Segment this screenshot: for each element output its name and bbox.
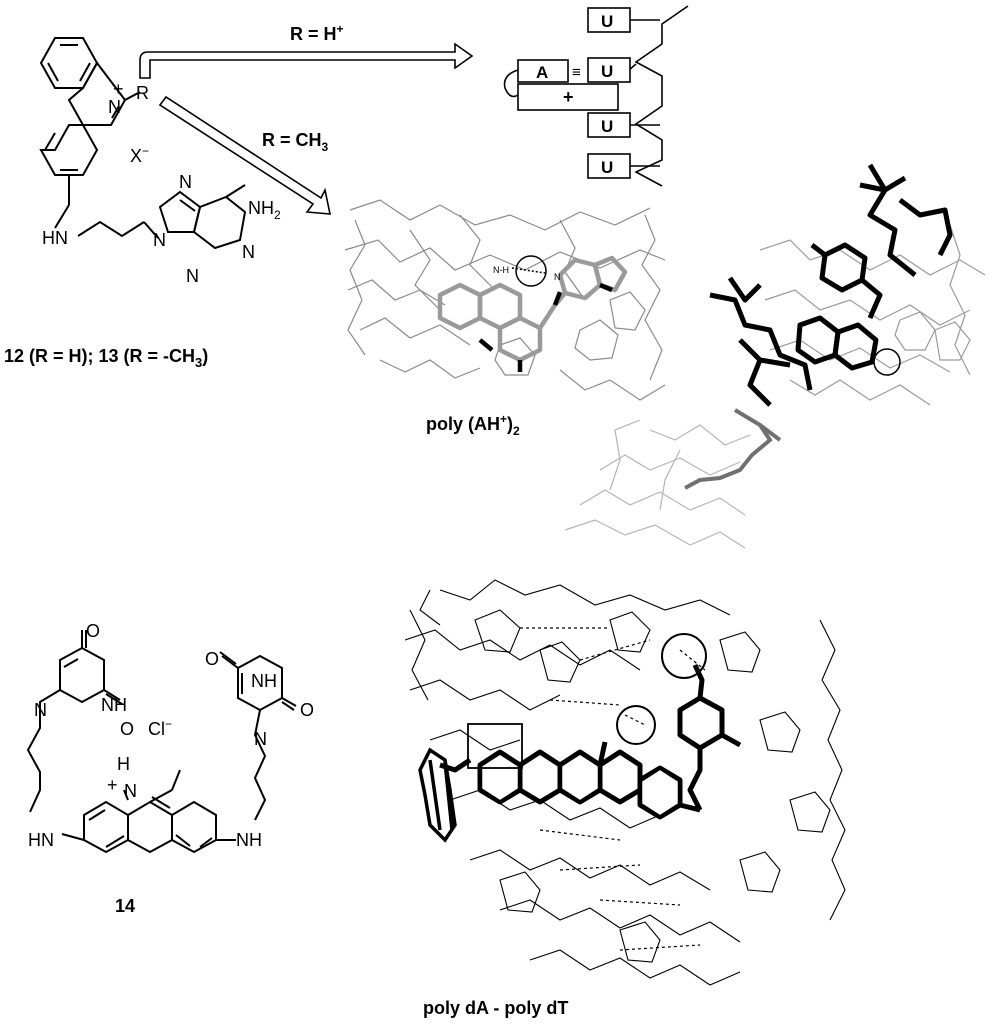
nh-label: NH (236, 830, 262, 850)
purine-n-label: N (153, 230, 166, 250)
hbond-highlight-circle (515, 255, 547, 287)
compound-14-labels: O NH O N O NH O N Cl− H + N HN NH 14 (28, 621, 314, 916)
purine-n-label: N (186, 266, 199, 286)
hn-label: HN (28, 830, 54, 850)
o-atom-label: O (300, 700, 314, 720)
hbond-highlight-circle-lower (616, 705, 656, 745)
arrow-label-r-h: R = H+ (290, 22, 344, 44)
poly-ah-model-ligand-atoms (478, 282, 613, 372)
compound-14-caption: 14 (115, 896, 135, 916)
poly-da-dt-phenyl (418, 747, 457, 843)
u-base-label: U (601, 62, 613, 81)
highlight-box (467, 723, 523, 769)
nh2-label: NH2 (248, 198, 281, 222)
o-atom-label: O (205, 649, 219, 669)
poly-ah-side-model-ligand (709, 163, 953, 407)
poly-da-dt-ligand-highlights (482, 755, 678, 815)
poly-u-scheme (503, 5, 689, 187)
purine-n-label: N (179, 172, 192, 192)
n-atom-label: N (254, 729, 267, 749)
n-atom-label: N (108, 97, 121, 117)
arrow-protonated (139, 42, 474, 79)
o-atom-label: O (86, 621, 100, 641)
hbond-highlight-circle-side (873, 348, 901, 376)
poly-ah-model-ligand (437, 255, 628, 363)
poly-da-dt-hbonds (520, 627, 706, 951)
u-base-label: U (601, 158, 613, 177)
poly-ah-lower-model-ligand (684, 408, 782, 490)
poly-da-dt-wireframe (404, 579, 846, 986)
nh-atom-label: NH (101, 695, 127, 715)
hn-label: HN (42, 228, 68, 248)
n-plus-charge: + (113, 79, 124, 99)
arrow-methylated (158, 95, 332, 215)
hbond-dotted-line (511, 267, 546, 274)
h-atom-label: H (117, 754, 130, 774)
n-atom-label: N (34, 700, 47, 720)
n-plus-charge: + (107, 775, 118, 795)
u-base-label: U (601, 117, 613, 136)
poly-da-dt-ligand (439, 663, 742, 820)
poly-ah-lower-model-wireframe (564, 419, 751, 549)
arrow-label-r-ch3: R = CH3 (262, 130, 329, 154)
poly-u-scheme-labels: U U U U A ≡ + (536, 12, 613, 177)
a-base-label: A (536, 63, 548, 82)
triple-hbond: ≡ (572, 64, 581, 81)
r-group-label: R (136, 83, 149, 103)
cation-plus: + (563, 87, 574, 107)
n-atom-label: N (124, 781, 137, 801)
compound-12-13-structure (39, 37, 247, 250)
o-atom-label: O (120, 719, 134, 739)
counterion-cl: Cl− (148, 717, 172, 739)
poly-ah-model-wireframe (344, 199, 666, 401)
nh-atom-label: N-H (493, 265, 509, 275)
hbond-highlight-circle-upper (661, 633, 707, 679)
n-atom-label: N (554, 272, 561, 282)
compound-12-13-caption: 12 (R = H); 13 (R = -CH3) (4, 346, 208, 370)
poly-ah-caption: poly (AH+)2 (426, 412, 520, 438)
purine-n-label: N (242, 242, 255, 262)
counterion-x: X− (130, 144, 149, 166)
compound-14-structure (26, 630, 297, 854)
poly-ah-side-model-wireframe (759, 224, 986, 406)
u-base-label: U (601, 12, 613, 31)
poly-da-dt-caption: poly dA - poly dT (423, 998, 568, 1018)
nh-atom-label: NH (251, 671, 277, 691)
compound-12-13-labels: + N R X− NH2 HN N N N N 12 (R = H); 13 (… (4, 79, 281, 370)
